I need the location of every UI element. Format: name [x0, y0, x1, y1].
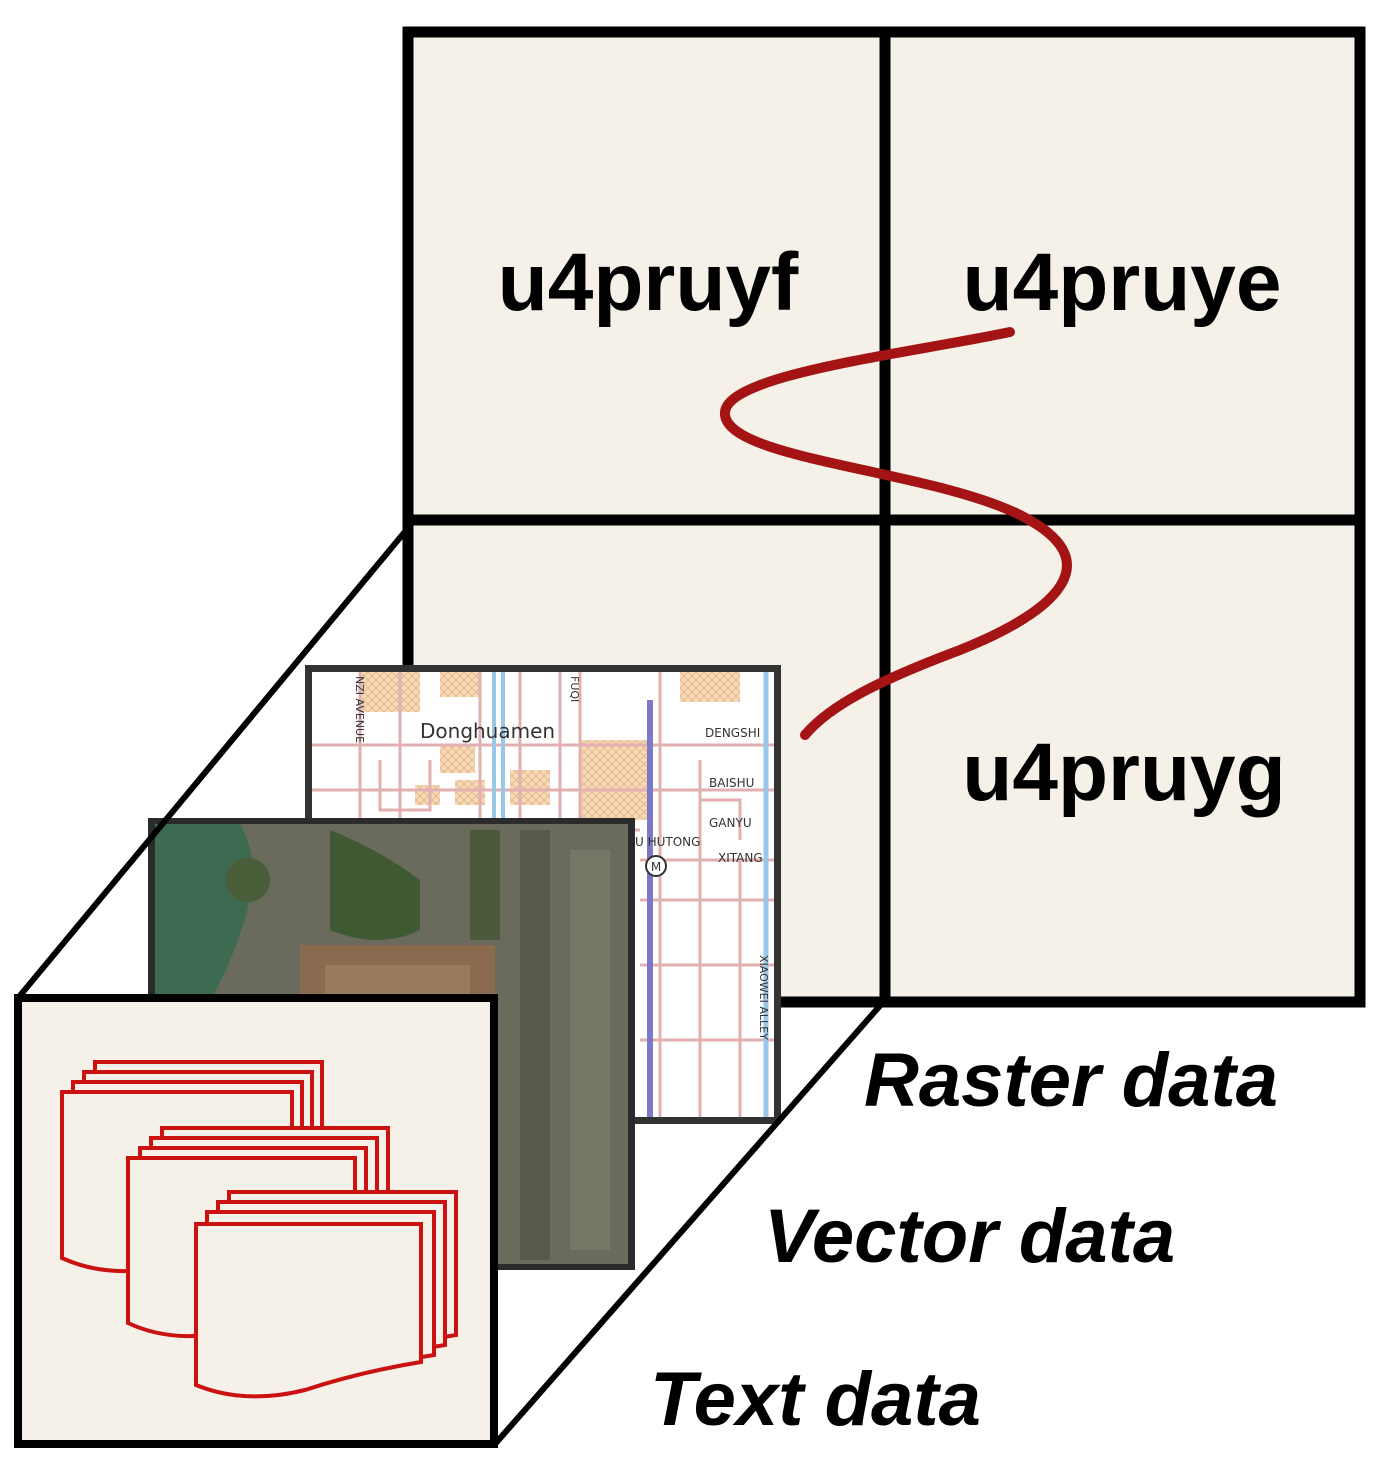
- map-label-street-2: BAISHU: [709, 776, 754, 790]
- metro-station-icon: M: [645, 855, 667, 877]
- text-data-label: Text data: [650, 1357, 981, 1442]
- perspective-lines: [15, 526, 888, 1446]
- space-filling-curve: [720, 327, 1072, 740]
- svg-text:M: M: [651, 860, 661, 874]
- map-label-street-3: GANYU: [709, 816, 752, 830]
- cell-label-top-right: u4pruye: [963, 237, 1282, 328]
- document-stack-icon: [60, 1060, 458, 1399]
- text-document-layer: [14, 994, 498, 1448]
- map-label-street-4: XITANG: [718, 851, 763, 865]
- vector-data-label: Vector data: [764, 1194, 1175, 1279]
- cell-label-bottom-right: u4pruyg: [962, 727, 1285, 818]
- map-label-fuqi: FUQI: [568, 676, 581, 702]
- map-label-street-1: DENGSHI: [705, 726, 760, 740]
- cell-label-top-left: u4pruyf: [498, 237, 799, 328]
- map-label-avenue: NZI AVENUE: [353, 676, 366, 743]
- map-label-hutong: U HUTONG: [635, 835, 700, 849]
- grid-cell-top-right: [885, 32, 1360, 520]
- geohash-grid: [402, 26, 1366, 1008]
- grid-cell-top-left: [408, 32, 885, 520]
- map-label-area: Donghuamen: [420, 719, 555, 743]
- grid-cell-bottom-right: [885, 520, 1360, 1002]
- raster-data-label: Raster data: [864, 1038, 1278, 1123]
- map-label-alley: XIAOWEI ALLEY: [757, 955, 770, 1040]
